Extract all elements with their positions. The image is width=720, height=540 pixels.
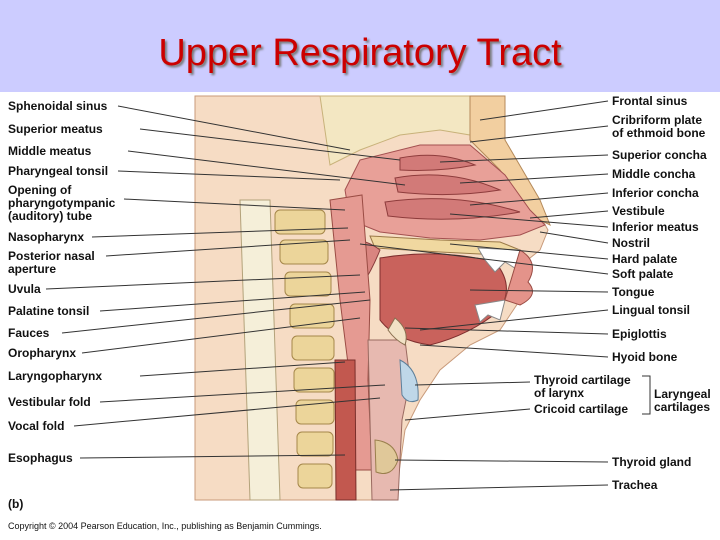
- title-banner: [0, 0, 720, 92]
- panel-label: (b): [8, 497, 24, 511]
- label-posterior-nasal-aperture: Posterior nasal aperture: [8, 249, 95, 276]
- label-nostril: Nostril: [612, 236, 651, 250]
- label-superior-meatus: Superior meatus: [8, 122, 103, 136]
- label-sphenoidal-sinus: Sphenoidal sinus: [8, 99, 108, 113]
- label-tongue: Tongue: [612, 285, 655, 299]
- leader-lines-right: [359, 100, 651, 491]
- thyroid-cartilage: [399, 359, 419, 403]
- copyright-notice: Copyright © 2004 Pearson Education, Inc.…: [8, 521, 322, 531]
- label-palatine-tonsil: Palatine tonsil: [8, 304, 90, 318]
- label-cricoid-cartilage: Cricoid cartilage: [534, 402, 629, 416]
- label-superior-concha: Superior concha: [612, 148, 707, 162]
- leader-lines-left: [45, 105, 406, 459]
- label-soft-palate: Soft palate: [612, 267, 674, 281]
- label-vocal-fold: Vocal fold: [8, 419, 65, 433]
- label-uvula: Uvula: [8, 282, 41, 296]
- epiglottis: [387, 317, 407, 346]
- spinal-cord: [239, 199, 281, 501]
- label-thyroid-cartilage: Thyroid cartilage of larynx: [534, 373, 631, 400]
- label-laryngeal-cartilages: Laryngeal cartilages: [654, 387, 711, 414]
- label-middle-concha: Middle concha: [612, 167, 696, 181]
- slide-title: Upper Respiratory Tract: [158, 32, 562, 74]
- label-esophagus: Esophagus: [8, 451, 73, 465]
- label-oropharynx: Oropharynx: [8, 346, 77, 360]
- label-inferior-meatus: Inferior meatus: [612, 220, 699, 234]
- label-fauces: Fauces: [8, 326, 50, 340]
- label-hyoid-bone: Hyoid bone: [612, 350, 678, 364]
- anatomy-illustration: [45, 95, 651, 501]
- label-trachea: Trachea: [612, 478, 658, 492]
- label-lingual-tonsil: Lingual tonsil: [612, 303, 690, 317]
- label-laryngopharynx: Laryngopharynx: [8, 369, 103, 383]
- label-pharyngeal-tonsil: Pharyngeal tonsil: [8, 164, 109, 178]
- label-inferior-concha: Inferior concha: [612, 186, 699, 200]
- esophagus: [334, 359, 357, 501]
- label-opening-auditory-tube: Opening of pharyngotympanic (auditory) t…: [8, 183, 116, 223]
- label-middle-meatus: Middle meatus: [8, 144, 92, 158]
- lower-teeth: [474, 299, 506, 323]
- label-vestibular-fold: Vestibular fold: [8, 395, 91, 409]
- label-frontal-sinus: Frontal sinus: [612, 94, 688, 108]
- label-epiglottis: Epiglottis: [612, 327, 667, 341]
- label-thyroid-gland: Thyroid gland: [612, 455, 692, 469]
- frontal-bone: [469, 95, 551, 227]
- label-nasopharynx: Nasopharynx: [8, 230, 85, 244]
- middle-concha: [394, 174, 502, 196]
- label-vestibule: Vestibule: [612, 204, 665, 218]
- cervical-vertebrae: [274, 209, 335, 489]
- label-cribriform-plate: Cribriform plate of ethmoid bone: [612, 113, 706, 140]
- label-hard-palate: Hard palate: [612, 252, 678, 266]
- superior-concha: [399, 154, 477, 171]
